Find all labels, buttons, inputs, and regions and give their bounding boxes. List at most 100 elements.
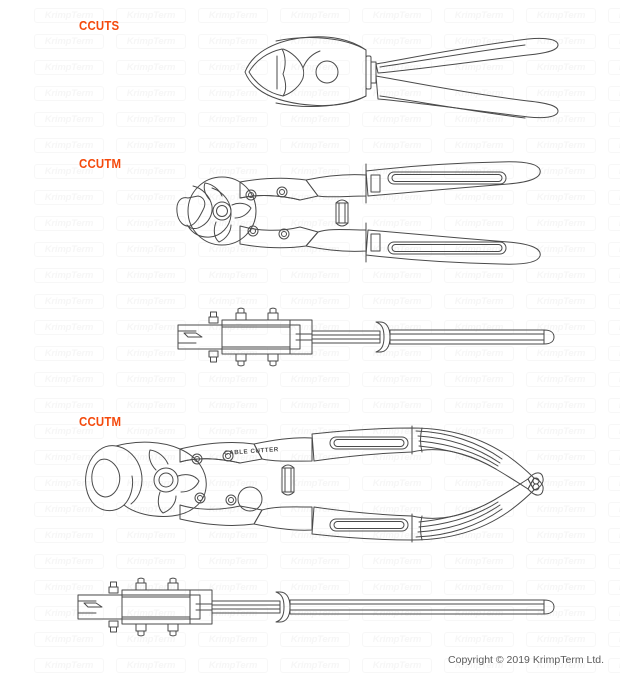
watermark-text: KrimpTerm	[536, 504, 586, 515]
watermark-tile: KrimpTerm	[526, 216, 596, 231]
watermark-text: KrimpTerm	[208, 166, 258, 177]
watermark-text: KrimpTerm	[536, 62, 586, 73]
watermark-tile: KrimpTerm	[116, 190, 186, 205]
watermark-tile: KrimpTerm	[34, 580, 104, 595]
watermark-text: KrimpTerm	[44, 270, 94, 281]
watermark-tile: KrimpTerm	[116, 554, 186, 569]
watermark-text: KrimpTerm	[372, 608, 422, 619]
watermark-tile: KrimpTerm	[608, 112, 620, 127]
watermark-text: KrimpTerm	[372, 452, 422, 463]
watermark-text: KrimpTerm	[208, 88, 258, 99]
watermark-tile: KrimpTerm	[280, 450, 350, 465]
watermark-text: KrimpTerm	[208, 296, 258, 307]
watermark-text: KrimpTerm	[126, 426, 176, 437]
watermark-tile: KrimpTerm	[608, 502, 620, 517]
watermark-tile: KrimpTerm	[526, 580, 596, 595]
watermark-text: KrimpTerm	[536, 348, 586, 359]
watermark-text: KrimpTerm	[126, 244, 176, 255]
watermark-text: KrimpTerm	[372, 140, 422, 151]
part-label-ccuts: CCUTS	[79, 18, 120, 33]
watermark-text: KrimpTerm	[126, 634, 176, 645]
watermark-text: KrimpTerm	[290, 218, 340, 229]
watermark-text: KrimpTerm	[536, 634, 586, 645]
watermark-tile: KrimpTerm	[280, 580, 350, 595]
watermark-text: KrimpTerm	[44, 114, 94, 125]
watermark-text: KrimpTerm	[536, 36, 586, 47]
watermark-tile: KrimpTerm	[444, 190, 514, 205]
watermark-text: KrimpTerm	[372, 426, 422, 437]
watermark-text: KrimpTerm	[536, 270, 586, 281]
watermark-tile: KrimpTerm	[362, 8, 432, 23]
watermark-tile: KrimpTerm	[280, 658, 350, 673]
watermark-tile: KrimpTerm	[116, 372, 186, 387]
watermark-text: KrimpTerm	[126, 348, 176, 359]
watermark-text: KrimpTerm	[290, 244, 340, 255]
watermark-text: KrimpTerm	[290, 348, 340, 359]
watermark-text: KrimpTerm	[372, 504, 422, 515]
watermark-tile: KrimpTerm	[198, 294, 268, 309]
watermark-text: KrimpTerm	[208, 556, 258, 567]
watermark-tile: KrimpTerm	[362, 320, 432, 335]
watermark-text: KrimpTerm	[126, 374, 176, 385]
watermark-tile: KrimpTerm	[444, 632, 514, 647]
watermark-tile: KrimpTerm	[34, 190, 104, 205]
watermark-text: KrimpTerm	[44, 530, 94, 541]
watermark-tile: KrimpTerm	[280, 554, 350, 569]
cable-cutter-engraving: CABLE CUTTER	[224, 446, 279, 457]
watermark-text: KrimpTerm	[372, 218, 422, 229]
watermark-tile: KrimpTerm	[280, 164, 350, 179]
watermark-tile: KrimpTerm	[116, 268, 186, 283]
watermark-text: KrimpTerm	[126, 400, 176, 411]
watermark-tile: KrimpTerm	[116, 320, 186, 335]
watermark-tile: KrimpTerm	[198, 346, 268, 361]
watermark-tile: KrimpTerm	[34, 450, 104, 465]
watermark-text: KrimpTerm	[372, 634, 422, 645]
watermark-tile: KrimpTerm	[608, 190, 620, 205]
watermark-text: KrimpTerm	[126, 62, 176, 73]
watermark-tile: KrimpTerm	[444, 580, 514, 595]
watermark-tile: KrimpTerm	[608, 268, 620, 283]
ccuts-cable-cutter-drawing	[244, 36, 559, 119]
watermark-text: KrimpTerm	[372, 582, 422, 593]
watermark-text: KrimpTerm	[536, 114, 586, 125]
ccutm-side-profile-drawing	[177, 307, 555, 367]
watermark-tile: KrimpTerm	[280, 320, 350, 335]
ccutm-large-cable-cutter-drawing	[85, 425, 544, 543]
watermark-tile: KrimpTerm	[444, 528, 514, 543]
watermark-tile: KrimpTerm	[526, 632, 596, 647]
watermark-tile: KrimpTerm	[116, 450, 186, 465]
watermark-tile: KrimpTerm	[280, 398, 350, 413]
watermark-tile: KrimpTerm	[526, 476, 596, 491]
watermark-text: KrimpTerm	[454, 296, 504, 307]
watermark-tile: KrimpTerm	[526, 450, 596, 465]
watermark-text: KrimpTerm	[454, 322, 504, 333]
watermark-text: KrimpTerm	[126, 296, 176, 307]
watermark-tile: KrimpTerm	[198, 190, 268, 205]
watermark-tile: KrimpTerm	[116, 112, 186, 127]
watermark-tile: KrimpTerm	[362, 424, 432, 439]
watermark-text: KrimpTerm	[208, 218, 258, 229]
watermark-text: KrimpTerm	[290, 530, 340, 541]
watermark-tile: KrimpTerm	[34, 216, 104, 231]
watermark-text: KrimpTerm	[126, 608, 176, 619]
watermark-tile: KrimpTerm	[526, 112, 596, 127]
part-label-ccutm-bottom: CCUTM	[79, 414, 122, 429]
watermark-text: KrimpTerm	[454, 10, 504, 21]
watermark-tile: KrimpTerm	[116, 580, 186, 595]
watermark-text: KrimpTerm	[372, 556, 422, 567]
watermark-tile: KrimpTerm	[526, 346, 596, 361]
watermark-text: KrimpTerm	[290, 166, 340, 177]
watermark-text: KrimpTerm	[126, 556, 176, 567]
watermark-tile: KrimpTerm	[362, 164, 432, 179]
watermark-tile: KrimpTerm	[280, 502, 350, 517]
watermark-tile: KrimpTerm	[198, 242, 268, 257]
watermark-tile: KrimpTerm	[34, 60, 104, 75]
watermark-tile: KrimpTerm	[198, 8, 268, 23]
watermark-text: KrimpTerm	[454, 582, 504, 593]
watermark-text: KrimpTerm	[536, 426, 586, 437]
watermark-tile: KrimpTerm	[444, 606, 514, 621]
watermark-text: KrimpTerm	[454, 166, 504, 177]
watermark-tile: KrimpTerm	[608, 450, 620, 465]
